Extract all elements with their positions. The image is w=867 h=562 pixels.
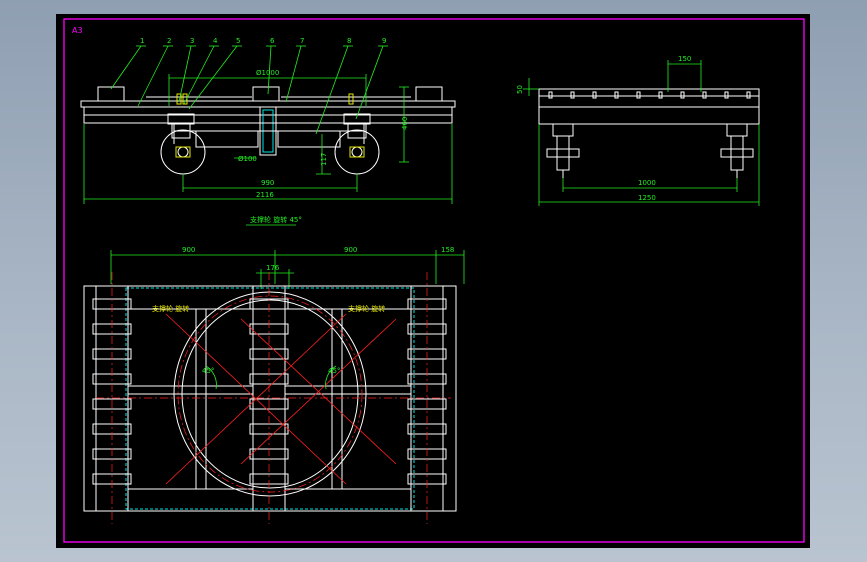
caster-wheel bbox=[160, 129, 206, 175]
balloon-1: 1 bbox=[140, 37, 144, 45]
sheet-border bbox=[63, 18, 805, 543]
side-dim-top: 50 bbox=[516, 85, 524, 94]
plan-dim-edge: 158 bbox=[441, 246, 454, 254]
cad-drawing: A3 bbox=[63, 18, 805, 543]
side-caster bbox=[556, 135, 570, 171]
side-dim-pitch: 150 bbox=[678, 55, 691, 63]
roller-rungs bbox=[92, 298, 447, 485]
plan-dim-center: 176 bbox=[266, 264, 280, 272]
front-view: 1 2 3 4 5 6 7 8 9 Ø1000 460 bbox=[80, 37, 456, 226]
balloon-3: 3 bbox=[190, 37, 194, 45]
dim-wheel-axle: 117 bbox=[320, 153, 328, 166]
balloon-9: 9 bbox=[382, 37, 386, 45]
plan-dim-left: 900 bbox=[182, 246, 195, 254]
turntable bbox=[173, 291, 367, 497]
plan-dim-right: 900 bbox=[344, 246, 357, 254]
side-dim-wheel-span: 1000 bbox=[638, 179, 656, 187]
balloon-7: 7 bbox=[300, 37, 304, 45]
plan-view: 900 900 158 176 bbox=[83, 246, 465, 524]
dim-height: 460 bbox=[401, 117, 409, 130]
balloon-4: 4 bbox=[213, 37, 218, 45]
side-caster bbox=[730, 135, 744, 171]
balloon-6: 6 bbox=[270, 37, 275, 45]
dim-table-diameter: Ø1000 bbox=[256, 69, 279, 77]
plan-note-right: 支撑轮 旋转 bbox=[348, 304, 385, 313]
dim-overall-length: 2116 bbox=[256, 191, 274, 199]
drawing-sheet: A3 bbox=[56, 14, 810, 548]
balloon-8: 8 bbox=[347, 37, 351, 45]
roller bbox=[97, 86, 125, 102]
caster-wheel bbox=[334, 129, 380, 175]
side-dim-overall: 1250 bbox=[638, 194, 656, 202]
roller bbox=[252, 86, 280, 102]
side-view: 150 50 1000 1250 bbox=[516, 55, 760, 206]
dim-wheel-span: 990 bbox=[261, 179, 274, 187]
roller bbox=[415, 86, 443, 102]
section-note: 支撑轮 旋转 45° bbox=[250, 215, 302, 224]
plan-note-left: 支撑轮 旋转 bbox=[152, 304, 189, 313]
balloon-5: 5 bbox=[236, 37, 240, 45]
angle-right: 45° bbox=[328, 367, 340, 375]
angle-left: 45° bbox=[202, 367, 214, 375]
balloon-2: 2 bbox=[167, 37, 171, 45]
center-lines bbox=[96, 272, 451, 524]
sheet-size-label: A3 bbox=[72, 26, 83, 35]
dim-wheel-diameter: Ø100 bbox=[238, 155, 257, 163]
